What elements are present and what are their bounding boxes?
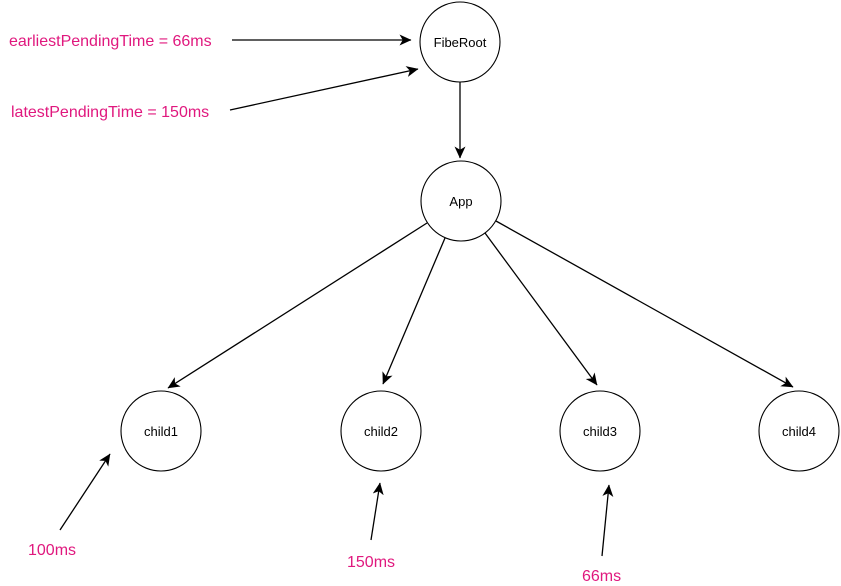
- edge-app-to-child1: [167, 222, 428, 389]
- node-child2-circle: [340, 390, 422, 472]
- annotation-child3-time: 66ms: [582, 568, 621, 585]
- annotation-child2-time: 150ms: [347, 554, 395, 571]
- node-child1: child1: [120, 390, 202, 472]
- node-child3-circle: [559, 390, 641, 472]
- node-child2-label: child2: [364, 424, 398, 439]
- annotation-latest-pending-time: latestPendingTime = 150ms: [11, 104, 209, 121]
- node-child4-circle: [758, 390, 840, 472]
- node-child2: child2: [340, 390, 422, 472]
- arrow-150ms-to-child2: [370, 482, 384, 541]
- node-child4: child4: [758, 390, 840, 472]
- annotation-child1-time: 100ms: [28, 542, 76, 559]
- node-fiberoot: FibeRoot: [419, 1, 501, 83]
- arrow-66ms-to-child3: [601, 484, 614, 557]
- annotation-earliest-pending-time: earliestPendingTime = 66ms: [9, 33, 212, 50]
- node-child3-label: child3: [583, 424, 617, 439]
- arrow-latest-pending-to-fiberoot: [229, 66, 419, 111]
- node-child4-label: child4: [782, 424, 816, 439]
- edge-app-to-child3: [484, 232, 598, 386]
- arrow-100ms-to-child1: [59, 453, 111, 531]
- node-app-label: App: [449, 194, 472, 209]
- node-app-circle: [420, 160, 502, 242]
- node-fiberoot-label: FibeRoot: [434, 35, 487, 50]
- node-child1-circle: [120, 390, 202, 472]
- node-child1-label: child1: [144, 424, 178, 439]
- edge-app-to-child4: [495, 220, 794, 388]
- node-app: App: [420, 160, 502, 242]
- node-child3: child3: [559, 390, 641, 472]
- edge-app-to-child2: [382, 237, 446, 385]
- node-fiberoot-circle: [419, 1, 501, 83]
